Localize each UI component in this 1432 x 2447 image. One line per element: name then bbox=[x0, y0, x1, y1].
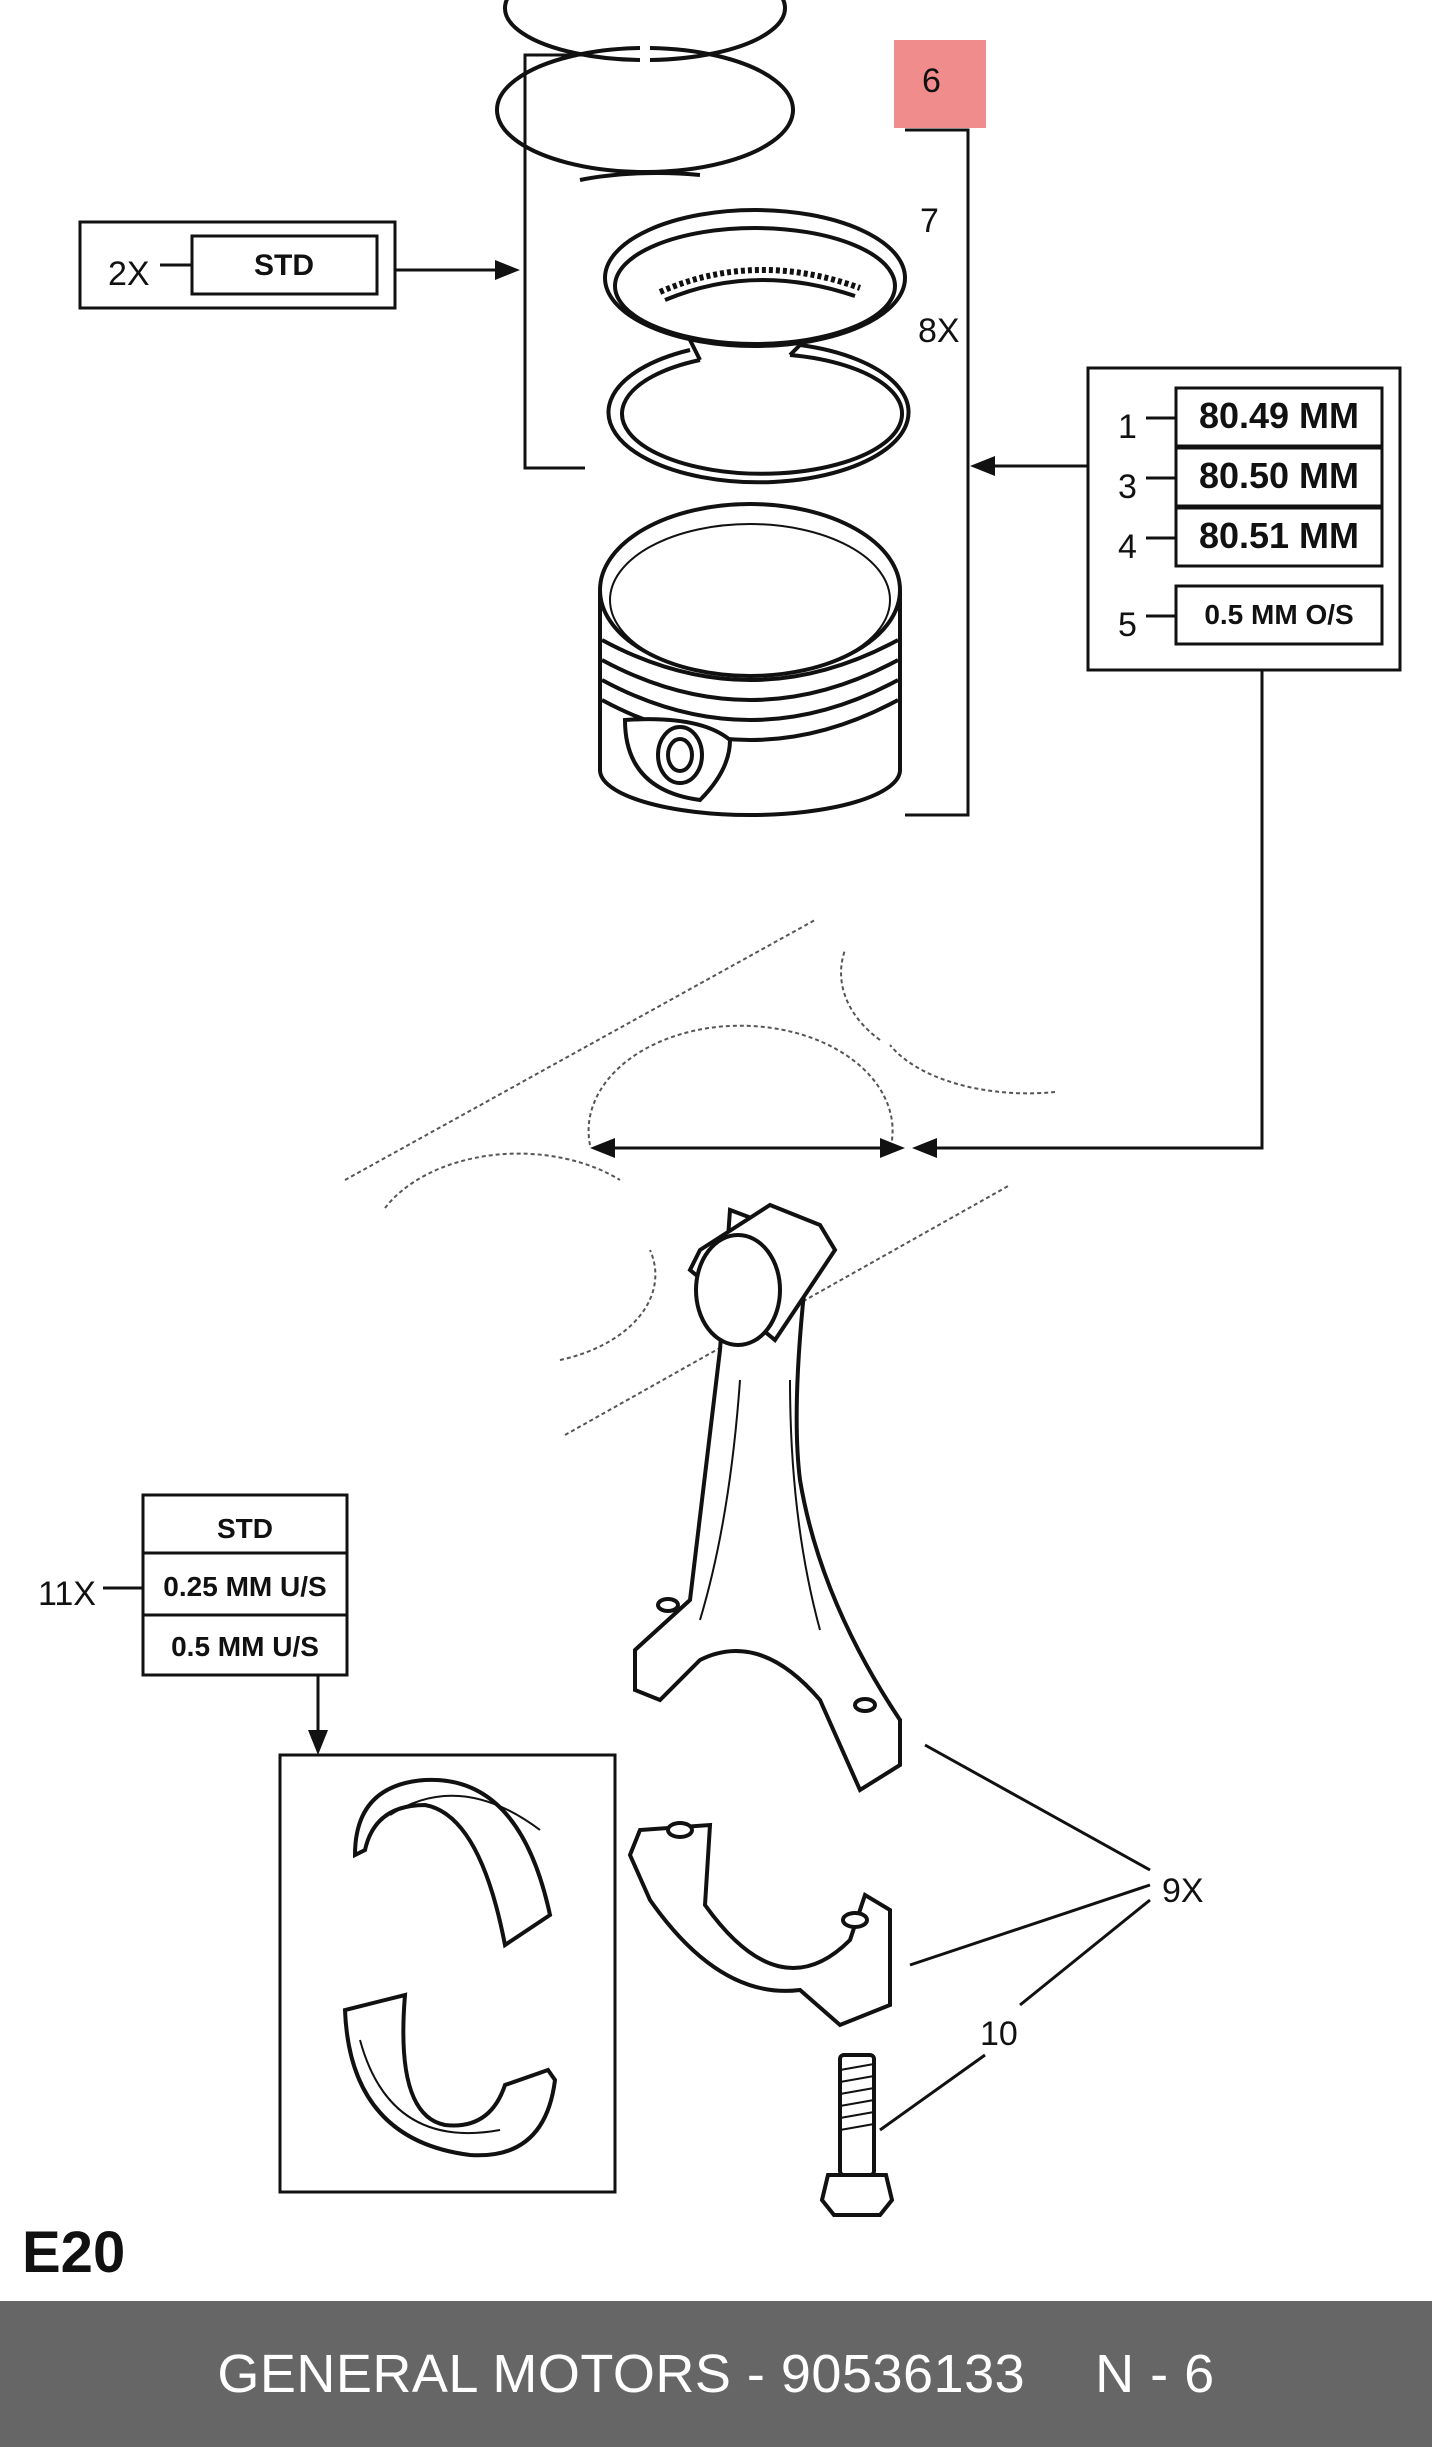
compression-ring-top[interactable] bbox=[495, 0, 795, 182]
oil-control-ring[interactable] bbox=[606, 339, 911, 485]
bore-leader bbox=[912, 670, 1264, 1158]
bearing-shell-upper[interactable] bbox=[352, 1777, 553, 1949]
bearing-size-std: STD bbox=[217, 1513, 273, 1544]
footer-maker: GENERAL MOTORS - 90536133 bbox=[217, 2344, 1026, 2404]
bearing-arrow bbox=[308, 1675, 328, 1755]
bearing-shells-box bbox=[278, 1753, 617, 2194]
ring-size-box: 2X STD bbox=[78, 220, 397, 310]
rod-callout-lines bbox=[879, 1743, 1151, 2132]
piston-size-4: 80.51 MM bbox=[1199, 515, 1359, 556]
piston-ref-3: 3 bbox=[1118, 468, 1137, 506]
rod-bolt[interactable] bbox=[819, 2053, 895, 2217]
ring-size-arrow bbox=[395, 260, 520, 280]
piston-ref-5: 5 bbox=[1118, 606, 1137, 644]
callout-7: 7 bbox=[920, 202, 939, 240]
bearing-size-025: 0.25 MM U/S bbox=[163, 1571, 326, 1602]
piston-ref-4: 4 bbox=[1118, 528, 1137, 566]
ring-set-bracket bbox=[523, 53, 585, 470]
footer-page: N - 6 bbox=[1095, 2344, 1215, 2404]
bore-diameter-arrow bbox=[590, 1138, 905, 1158]
connecting-rod[interactable] bbox=[633, 1202, 902, 1793]
bearing-size-table: 11X STD 0.25 MM U/S 0.5 MM U/S bbox=[38, 1493, 349, 1677]
compression-ring-second[interactable] bbox=[603, 208, 907, 348]
callout-10: 10 bbox=[980, 2015, 1018, 2053]
piston-group-bracket bbox=[905, 128, 970, 817]
footer-bar: GENERAL MOTORS - 90536133 N - 6 bbox=[0, 2301, 1432, 2447]
ring-set-size: STD bbox=[254, 249, 314, 282]
bearing-shell-lower[interactable] bbox=[342, 1992, 558, 2158]
callout-9x: 9X bbox=[1162, 1872, 1204, 1910]
piston-size-arrow bbox=[970, 456, 1088, 476]
bearing-size-05: 0.5 MM U/S bbox=[171, 1631, 319, 1662]
piston[interactable] bbox=[598, 502, 902, 817]
connecting-rod-cap[interactable] bbox=[627, 1821, 892, 2028]
ring-set-qty: 2X bbox=[108, 255, 150, 293]
highlight-marker bbox=[894, 40, 986, 128]
piston-ref-1: 1 bbox=[1118, 408, 1137, 446]
exploded-diagram: 2X STD 6 7 8X 1 3 4 5 80.49 MM 80.50 MM … bbox=[22, 0, 1402, 2285]
diagram-id: E20 bbox=[22, 2220, 125, 2285]
callout-8x: 8X bbox=[918, 312, 960, 350]
cylinder-block bbox=[344, 919, 1056, 1436]
callout-6: 6 bbox=[922, 62, 941, 100]
piston-size-5: 0.5 MM O/S bbox=[1204, 599, 1353, 630]
piston-size-table: 1 3 4 5 80.49 MM 80.50 MM 80.51 MM 0.5 M… bbox=[1086, 366, 1402, 672]
piston-size-3: 80.50 MM bbox=[1199, 455, 1359, 496]
piston-size-1: 80.49 MM bbox=[1199, 395, 1359, 436]
bearing-qty: 11X bbox=[38, 1575, 96, 1613]
